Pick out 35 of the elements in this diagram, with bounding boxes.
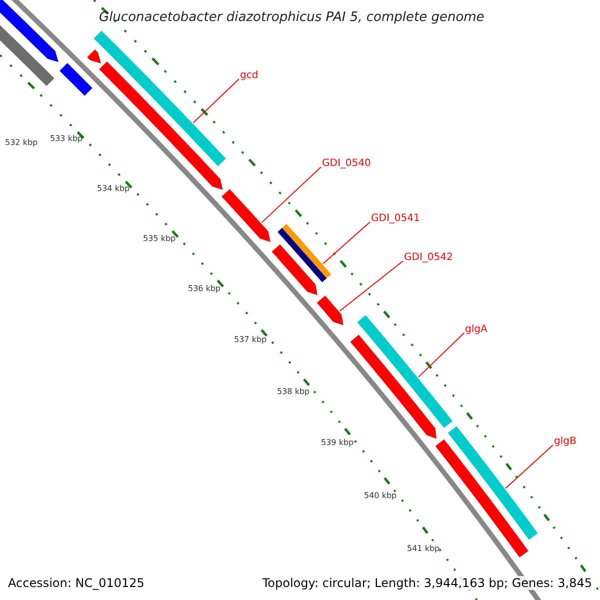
gene-feature (272, 244, 318, 296)
cds-feature (94, 30, 226, 166)
position-label: 535 kbp (143, 234, 176, 243)
gene-feature (60, 63, 92, 96)
gene-feature (87, 49, 102, 64)
leader-line (322, 222, 370, 264)
accession-text: Accession: NC_010125 (8, 576, 144, 590)
gene-feature (350, 334, 436, 439)
leader-line (505, 444, 554, 489)
gene-label: GDI_0541 (371, 213, 420, 224)
gene-label: gcd (240, 70, 258, 81)
gene-label: glgA (465, 324, 488, 335)
position-label: 533 kbp (50, 134, 83, 143)
gene-label: glgB (554, 436, 576, 447)
position-label: 540 kbp (364, 491, 397, 500)
gene-feature (222, 189, 270, 242)
cds-feature (448, 426, 538, 540)
genome-summary-text: Topology: circular; Length: 3,944,163 bp; Genes: 3,845 (262, 576, 592, 590)
leader-line (261, 166, 322, 224)
position-label: 537 kbp (234, 335, 267, 344)
gene-label: GDI_0540 (322, 158, 371, 169)
gene-label: GDI_0542 (404, 252, 453, 263)
leader-line (192, 78, 240, 124)
leader-line (339, 260, 404, 312)
position-label: 534 kbp (97, 184, 130, 193)
leader-line (418, 332, 464, 378)
position-label: 532 kbp (5, 138, 38, 147)
position-label: 539 kbp (321, 438, 354, 447)
position-label: 538 kbp (277, 387, 310, 396)
gene-feature (316, 296, 344, 326)
position-label: 536 kbp (188, 284, 221, 293)
position-label: 541 kbp (407, 544, 440, 553)
cds-feature (357, 315, 453, 428)
diagram-title: Gluconacetobacter diazotrophicus PAI 5, complete genome (99, 10, 484, 25)
gene-feature (0, 0, 58, 62)
